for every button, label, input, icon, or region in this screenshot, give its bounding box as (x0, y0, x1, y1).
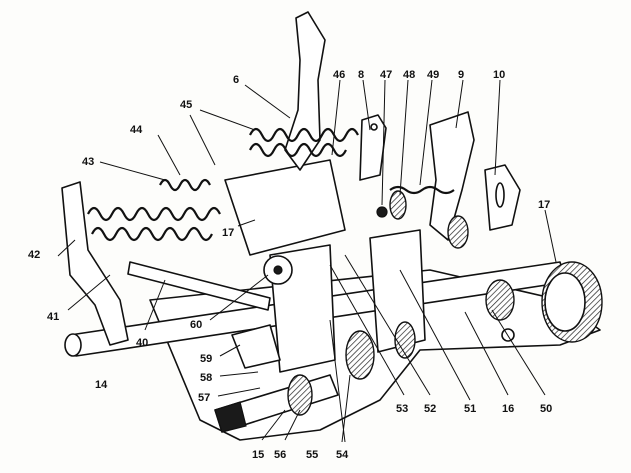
label-16: 16 (502, 403, 514, 415)
label-49: 49 (427, 69, 439, 81)
cam-60-hub (273, 265, 283, 275)
label-57: 57 (198, 392, 210, 404)
label-58: 58 (200, 372, 212, 384)
gear-52 (394, 321, 416, 359)
gear-48 (389, 190, 407, 220)
label-55: 55 (306, 449, 318, 461)
spring-top-right (249, 127, 359, 143)
label-45: 45 (180, 99, 192, 111)
gear-56 (287, 374, 313, 416)
lever-8-hole (370, 123, 378, 131)
label-47: 47 (380, 69, 392, 81)
frame-top-plate (224, 159, 346, 256)
label-50: 50 (540, 403, 552, 415)
label-54: 54 (336, 449, 349, 461)
label-9: 9 (458, 69, 464, 81)
label-44: 44 (130, 124, 143, 136)
gear-54 (345, 330, 375, 380)
label-6: 6 (233, 74, 239, 86)
label-17-right: 17 (538, 199, 550, 211)
spring-small-43 (159, 178, 211, 192)
frame-block-right (369, 229, 426, 353)
label-40: 40 (136, 337, 148, 349)
lever-10-slot (495, 182, 505, 208)
front-shaft-tip (214, 401, 247, 433)
pin-47 (376, 206, 388, 218)
leader-lines (57, 79, 557, 443)
label-14: 14 (95, 379, 108, 391)
label-48: 48 (403, 69, 415, 81)
label-10: 10 (493, 69, 505, 81)
pulley-inner (544, 272, 586, 332)
latch-59 (231, 324, 281, 369)
label-52: 52 (424, 403, 436, 415)
bracket-42 (61, 181, 129, 346)
lever-6 (284, 11, 326, 171)
rod-40 (127, 261, 271, 311)
label-53: 53 (396, 403, 408, 415)
chain-49 (389, 185, 455, 195)
spring-left-41 (91, 226, 213, 242)
label-15: 15 (252, 449, 264, 461)
gear-9 (447, 215, 469, 249)
label-56: 56 (274, 449, 286, 461)
label-51: 51 (464, 403, 476, 415)
label-43: 43 (82, 156, 94, 168)
label-8: 8 (358, 69, 364, 81)
label-59: 59 (200, 353, 212, 365)
gear-50 (485, 279, 515, 321)
shaft-end-14 (64, 333, 82, 357)
label-17-left: 17 (222, 227, 234, 239)
label-46: 46 (333, 69, 345, 81)
label-42: 42 (28, 249, 40, 261)
label-41: 41 (47, 311, 59, 323)
label-60: 60 (190, 319, 202, 331)
spring-left-40 (87, 206, 221, 222)
spring-top-right-2 (249, 142, 347, 158)
